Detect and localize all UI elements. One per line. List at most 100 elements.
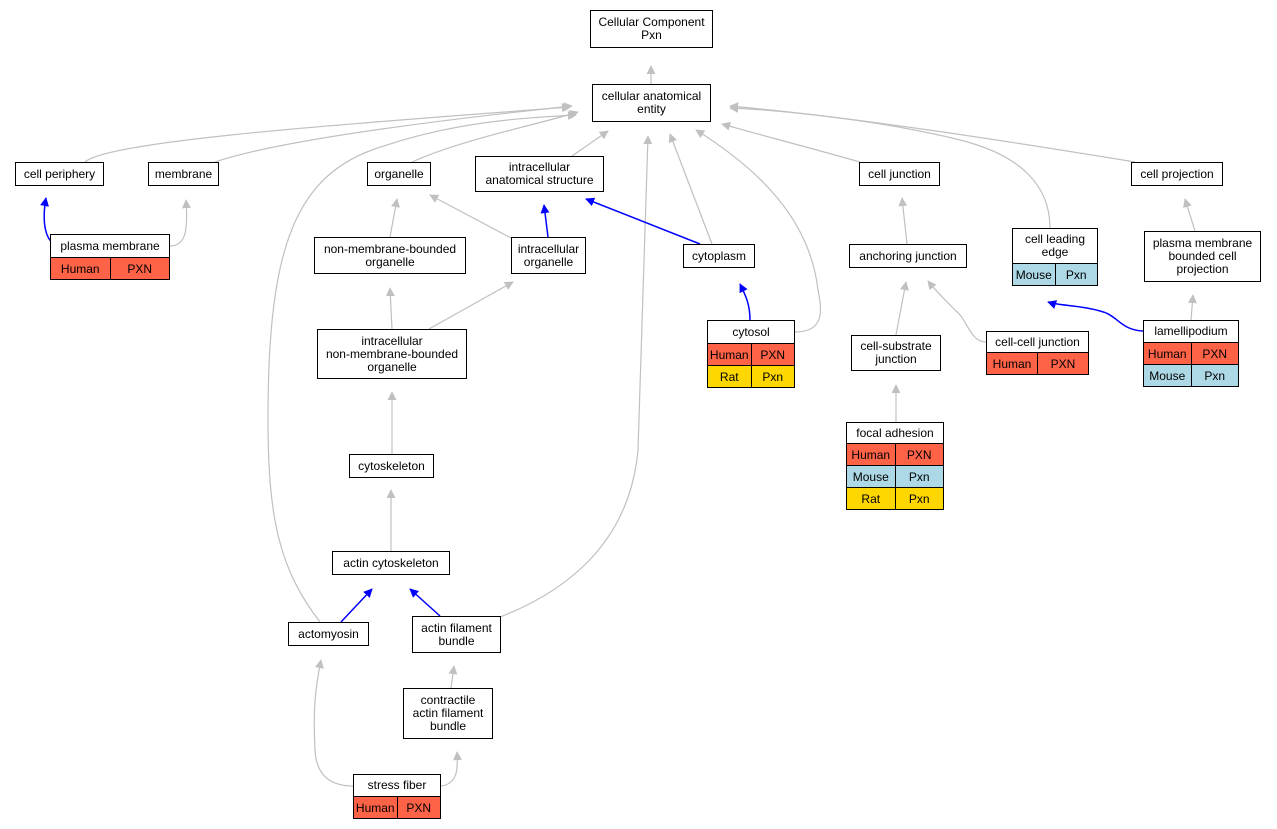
edge-is-a-ccj-to-anchoring: [927, 280, 987, 343]
edge-is-a-actomyosin-to-cae: [267, 110, 577, 623]
term-node-membrane[interactable]: membrane: [148, 162, 219, 186]
term-label: actin filament bundle: [421, 620, 492, 648]
edge-is-a-csj-to-anchoring: [895, 281, 909, 336]
term-label: cell-cell junction: [995, 334, 1080, 349]
species-cell: Rat: [861, 491, 881, 506]
gene-cell: PXN: [1190, 343, 1239, 364]
gene-cell: Pxn: [1190, 365, 1239, 386]
term-label: cell periphery: [23, 166, 96, 181]
term-node-actomyosin[interactable]: actomyosin: [288, 622, 369, 646]
edge-part-of-io-to-ias: [540, 204, 550, 238]
edge-is-a-io-to-organelle: [429, 194, 512, 239]
term-node-periphery[interactable]: cell periphery: [15, 162, 104, 186]
gene-cell: PXN: [750, 344, 795, 365]
species-cell: Human: [355, 800, 395, 815]
term-node-cytoplasm[interactable]: cytoplasm: [683, 244, 755, 268]
edge-is-a-membrane-to-cae: [214, 102, 573, 163]
edge-part-of-afb-to-actin: [409, 588, 441, 617]
edge-is-a-stress-to-actomyosin: [313, 659, 354, 787]
edge-is-a-cytosol-to-cae: [695, 129, 822, 333]
term-node-nmbo[interactable]: non-membrane-bounded organelle: [314, 237, 466, 274]
species-cell: Human: [992, 356, 1032, 371]
gene-cell: Pxn: [750, 366, 795, 387]
edge-is-a-organelle-to-cae: [411, 110, 579, 163]
edge-is-a-leading-to-cae: [729, 103, 1051, 229]
edge-part-of-lamelli-to-leading: [1047, 300, 1144, 332]
term-label: intracellular organelle: [517, 241, 580, 269]
term-label: actomyosin: [298, 626, 359, 641]
species-cell: Rat: [719, 369, 739, 384]
term-label: plasma membrane: [60, 238, 160, 253]
term-node-csj[interactable]: cell-substrate junction: [851, 335, 941, 371]
term-node-ias[interactable]: intracellular anatomical structure: [475, 156, 604, 192]
edge-is-a-inmbo-to-nmbo: [385, 287, 395, 330]
term-node-anchoring[interactable]: anchoring junction: [849, 244, 967, 268]
term-label: membrane: [154, 166, 213, 181]
species-cell: Human: [1147, 346, 1187, 361]
species-cell: Mouse: [1015, 267, 1052, 282]
term-node-cae[interactable]: cellular anatomical entity: [592, 84, 711, 122]
edge-is-a-anchoring-to-junction: [898, 197, 908, 245]
term-label: focal adhesion: [856, 425, 934, 440]
term-node-junction[interactable]: cell junction: [859, 162, 940, 186]
term-label: non-membrane-bounded organelle: [323, 241, 457, 269]
term-node-organelle[interactable]: organelle: [367, 162, 431, 186]
edge-is-a-junction-to-cae: [721, 121, 861, 163]
term-label: cell projection: [1140, 166, 1214, 181]
annotation-row: Human PXN: [987, 352, 1088, 374]
term-label: intracellular non-membrane-bounded organ…: [325, 333, 459, 374]
term-node-pmbcp[interactable]: plasma membrane bounded cell projection: [1144, 231, 1261, 282]
gene-cell: PXN: [109, 258, 170, 279]
term-label: cell-substrate junction: [860, 339, 932, 366]
term-label: anchoring junction: [859, 248, 957, 263]
species-cell: Mouse: [852, 469, 889, 484]
term-label: Cellular Component Pxn: [598, 15, 705, 42]
annotation-row: Human PXN: [51, 257, 169, 279]
term-node-cafb[interactable]: contractile actin filament bundle: [403, 688, 493, 739]
gene-cell: PXN: [1037, 353, 1088, 374]
edge-part-of-cytoplasm-to-ias: [585, 197, 701, 245]
term-node-io[interactable]: intracellular organelle: [511, 237, 586, 274]
term-label: cytosol: [732, 324, 770, 339]
edge-is-a-stress-to-cafb: [440, 751, 462, 787]
term-node-root[interactable]: Cellular Component Pxn: [590, 10, 713, 48]
edge-is-a-cafb-to-afb: [448, 665, 458, 689]
edge-is-a-afb-to-cae: [499, 135, 653, 618]
edge-is-a-lamelli-to-pmbcp: [1187, 294, 1197, 321]
annotation-row: Rat Pxn: [708, 365, 794, 387]
edge-is-a-ias-to-cae: [571, 130, 609, 157]
term-node-afb[interactable]: actin filament bundle: [412, 616, 501, 653]
annotation-row: Mouse Pxn: [847, 465, 943, 487]
species-cell: Human: [851, 447, 891, 462]
gene-cell: Pxn: [1054, 264, 1098, 285]
term-node-cytoskel[interactable]: cytoskeleton: [349, 454, 434, 478]
term-label: cell leading edge: [1024, 232, 1086, 259]
term-node-actin[interactable]: actin cytoskeleton: [332, 551, 450, 575]
term-label: intracellular anatomical structure: [485, 160, 594, 187]
edge-part-of-cytosol-to-cytoplasm: [739, 283, 751, 321]
edge-is-a-pm-to-membrane: [169, 199, 192, 247]
term-node-inmbo[interactable]: intracellular non-membrane-bounded organ…: [317, 329, 467, 379]
edge-is-a-nmbo-to-organelle: [389, 198, 400, 238]
gene-cell: PXN: [396, 797, 441, 818]
species-cell: Human: [709, 347, 749, 362]
species-cell: Human: [60, 261, 100, 276]
term-label: cellular anatomical entity: [601, 89, 702, 116]
gene-cell: Pxn: [894, 466, 944, 487]
term-label: cytoskeleton: [358, 458, 425, 473]
term-node-projection[interactable]: cell projection: [1131, 162, 1223, 186]
